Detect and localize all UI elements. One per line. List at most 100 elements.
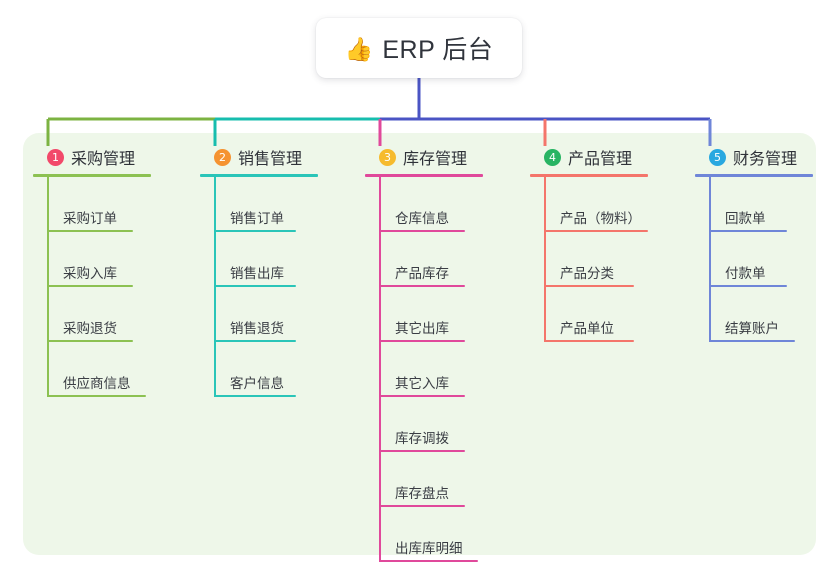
- branch-number-badge: 3: [379, 148, 396, 166]
- branch-item[interactable]: 采购入库: [47, 232, 151, 287]
- branch-item-label: 仓库信息: [395, 211, 449, 226]
- branch-item[interactable]: 产品（物料）: [544, 177, 648, 232]
- branch-item[interactable]: 回款单: [709, 177, 813, 232]
- branch-item-rule: [379, 560, 478, 562]
- branch-header-2[interactable]: 2 销售管理: [200, 146, 318, 168]
- branch-item-label: 销售出库: [230, 266, 284, 281]
- branch-item-label: 其它出库: [395, 321, 449, 336]
- branch-item-rule: [214, 340, 296, 342]
- branch-item-rule: [544, 285, 634, 287]
- branch-item-list: 采购订单采购入库采购退货供应商信息: [47, 177, 151, 397]
- branch-item[interactable]: 采购退货: [47, 287, 151, 342]
- branch-stem: [544, 177, 546, 342]
- branch-item-label: 采购订单: [63, 211, 117, 226]
- branch-item[interactable]: 付款单: [709, 232, 813, 287]
- branch-item-label: 结算账户: [725, 321, 779, 336]
- branch-item-label: 产品（物料）: [560, 211, 641, 226]
- branch-number-badge: 2: [214, 148, 231, 166]
- branch-item-list: 仓库信息产品库存其它出库其它入库库存调拨库存盘点出库库明细: [379, 177, 483, 562]
- branch-item-rule: [214, 395, 296, 397]
- branch-item-label: 付款单: [725, 266, 766, 281]
- branch-header-4[interactable]: 4 产品管理: [530, 146, 648, 168]
- branch-title: 库存管理: [403, 151, 468, 168]
- branch-item-label: 回款单: [725, 211, 766, 226]
- branch-stem: [47, 177, 49, 397]
- branch-item-label: 采购入库: [63, 266, 117, 281]
- branch-item[interactable]: 仓库信息: [379, 177, 483, 232]
- branch-item-rule: [47, 340, 133, 342]
- branch-title: 产品管理: [568, 151, 633, 168]
- branch-item-label: 供应商信息: [63, 376, 131, 391]
- branch-item[interactable]: 销售退货: [214, 287, 318, 342]
- branch-item-rule: [709, 285, 787, 287]
- branch-item[interactable]: 库存盘点: [379, 452, 483, 507]
- branch-title: 财务管理: [733, 151, 798, 168]
- branch-item[interactable]: 销售订单: [214, 177, 318, 232]
- branch-item[interactable]: 产品分类: [544, 232, 648, 287]
- branch-header-rule: [200, 174, 318, 177]
- branch-column-4: 4 产品管理产品（物料） 产品分类产品单位: [530, 146, 648, 342]
- branch-item[interactable]: 销售出库: [214, 232, 318, 287]
- branch-item-label: 库存调拨: [395, 431, 449, 446]
- branch-item-label: 销售退货: [230, 321, 284, 336]
- branch-stem: [379, 177, 381, 562]
- branch-item[interactable]: 产品单位: [544, 287, 648, 342]
- branch-item[interactable]: 出库库明细: [379, 507, 483, 562]
- branch-item[interactable]: 库存调拨: [379, 397, 483, 452]
- branch-item[interactable]: 产品库存: [379, 232, 483, 287]
- branch-item-label: 销售订单: [230, 211, 284, 226]
- branch-column-3: 3 库存管理仓库信息产品库存其它出库其它入库库存调拨库存盘点出库库明细: [365, 146, 483, 562]
- branch-item-rule: [214, 230, 296, 232]
- branch-item[interactable]: 客户信息: [214, 342, 318, 397]
- branch-item-label: 产品单位: [560, 321, 614, 336]
- branch-item-list: 产品（物料） 产品分类产品单位: [544, 177, 648, 342]
- branch-item-rule: [709, 340, 795, 342]
- branch-item-label: 客户信息: [230, 376, 284, 391]
- branch-header-rule: [530, 174, 648, 177]
- branch-header-rule: [695, 174, 813, 177]
- branch-title: 销售管理: [238, 151, 303, 168]
- thumbs-up-icon: 👍: [344, 35, 374, 62]
- branch-item-rule: [379, 230, 465, 232]
- branch-title: 采购管理: [71, 151, 136, 168]
- branch-item-label: 库存盘点: [395, 486, 449, 501]
- branch-header-rule: [33, 174, 151, 177]
- branch-item[interactable]: 其它出库: [379, 287, 483, 342]
- branch-item-rule: [47, 230, 133, 232]
- branch-header-rule: [365, 174, 483, 177]
- branch-item-list: 回款单付款单结算账户: [709, 177, 813, 342]
- branch-item-rule: [47, 395, 146, 397]
- branch-item-rule: [214, 285, 296, 287]
- branch-number-badge: 1: [47, 148, 64, 166]
- branch-item-label: 其它入库: [395, 376, 449, 391]
- branch-item-label: 采购退货: [63, 321, 117, 336]
- branch-column-1: 1 采购管理采购订单采购入库采购退货供应商信息: [33, 146, 151, 397]
- branch-number-badge: 4: [544, 148, 561, 166]
- branch-stem: [709, 177, 711, 342]
- branch-column-5: 5 财务管理回款单付款单结算账户: [695, 146, 813, 342]
- branch-item-rule: [709, 230, 787, 232]
- branch-number-badge: 5: [709, 148, 726, 166]
- branch-item-rule: [379, 340, 465, 342]
- branch-item-rule: [47, 285, 133, 287]
- branch-item-rule: [379, 285, 465, 287]
- branch-item-label: 产品库存: [395, 266, 449, 281]
- branch-header-1[interactable]: 1 采购管理: [33, 146, 151, 168]
- branches-panel: [23, 133, 816, 555]
- branch-item[interactable]: 结算账户: [709, 287, 813, 342]
- branch-item[interactable]: 供应商信息: [47, 342, 151, 397]
- root-node[interactable]: 👍 ERP 后台: [316, 18, 522, 78]
- branch-item-label: 出库库明细: [395, 541, 463, 556]
- branch-header-5[interactable]: 5 财务管理: [695, 146, 813, 168]
- root-node-title: ERP 后台: [382, 36, 494, 64]
- branch-item[interactable]: 采购订单: [47, 177, 151, 232]
- branch-header-3[interactable]: 3 库存管理: [365, 146, 483, 168]
- branch-item-list: 销售订单销售出库销售退货客户信息: [214, 177, 318, 397]
- branch-item-rule: [379, 450, 465, 452]
- branch-stem: [214, 177, 216, 397]
- branch-item-rule: [544, 340, 634, 342]
- branch-item-rule: [544, 230, 648, 232]
- branch-item[interactable]: 其它入库: [379, 342, 483, 397]
- branch-item-rule: [379, 505, 465, 507]
